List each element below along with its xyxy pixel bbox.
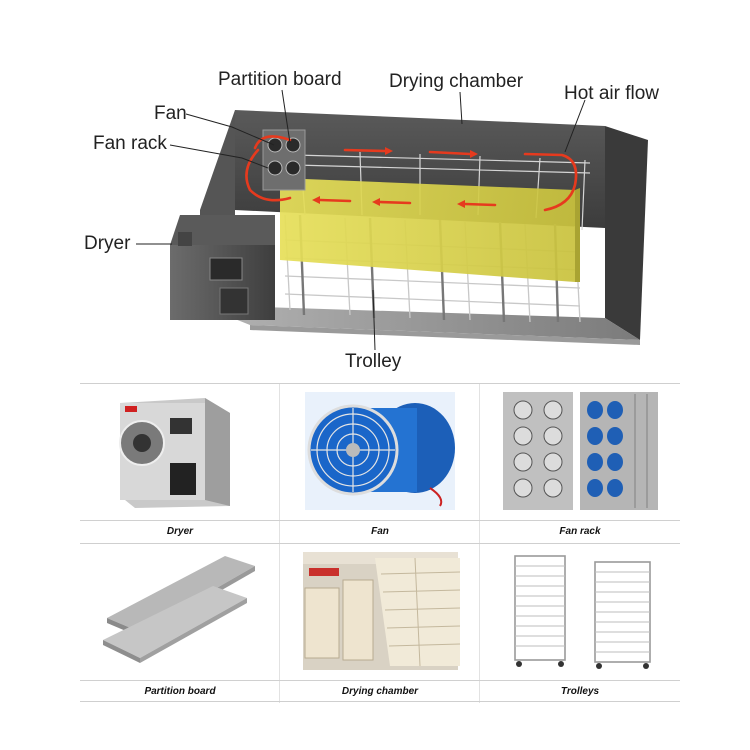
chamber-right-wall [605,126,648,340]
trolleys-photo [514,555,651,669]
drying-chamber-photo [303,552,461,670]
caption-drying-chamber: Drying chamber [280,680,480,703]
component-cell-trolleys: Trolleys [480,544,680,703]
label-drying-chamber: Drying chamber [389,71,524,92]
component-cell-dryer: Dryer [80,384,280,543]
fan-rack [262,129,306,191]
chamber-floor [200,305,640,340]
label-dryer: Dryer [84,233,131,254]
caption-partition-board: Partition board [80,680,280,703]
partition-board-photo [103,556,255,663]
dryer-unit [170,215,275,320]
partition-board-panel [280,178,575,282]
chamber-floor-front [250,325,640,345]
grid-row-divider [80,543,680,544]
component-photo-grid: Dryer Fan [80,383,680,703]
component-cell-drying-chamber: Drying chamber [280,544,480,703]
grid-bottom-border [80,701,680,702]
caption-fan: Fan [280,520,480,543]
fan-rack-photo [503,392,658,510]
hot-air-arrowheads [312,147,478,208]
label-hot-air-flow: Hot air flow [564,83,660,104]
upper-tray-racks [294,149,591,231]
label-trolley: Trolley [345,351,402,372]
caption-fan-rack: Fan rack [480,520,680,543]
dryer-photo [119,398,230,508]
caption-dryer: Dryer [80,520,280,543]
component-cell-fan-rack: Fan rack [480,384,680,543]
drying-system-cutaway-diagram: Partition board Drying chamber Hot air f… [84,69,660,372]
partition-board-edge [575,188,580,282]
fan-photo [305,392,455,510]
cutaway-illustration [136,89,648,351]
label-fan: Fan [154,103,187,124]
leader-lines [136,89,586,351]
label-fan-rack: Fan rack [93,133,167,154]
caption-trolleys: Trolleys [480,680,680,703]
component-cell-fan: Fan [280,384,480,543]
label-partition-board: Partition board [218,69,342,90]
hot-air-flow-arrows [245,135,578,212]
component-cell-partition-board: Partition board [80,544,280,703]
